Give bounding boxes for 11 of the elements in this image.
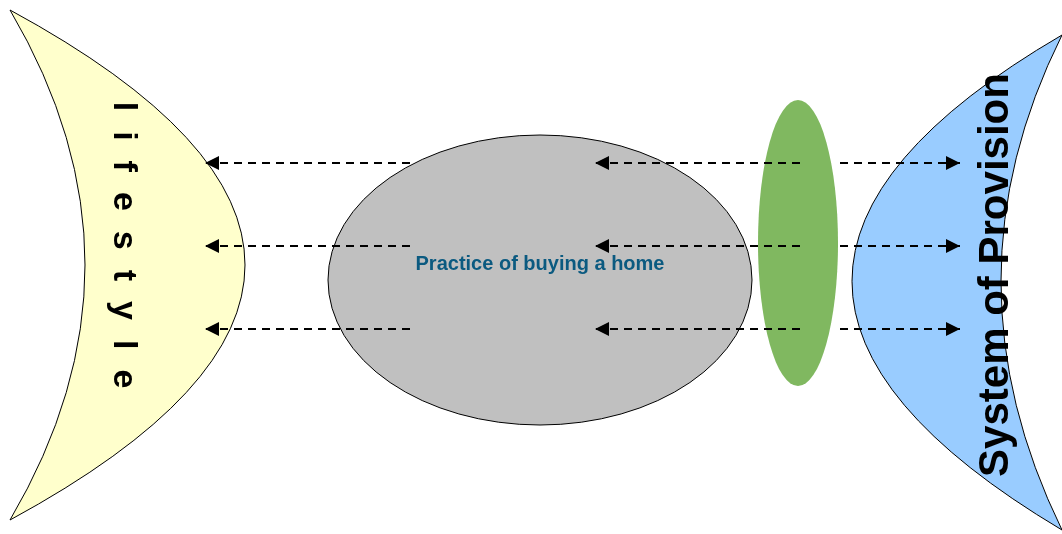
node-label: lifestyle: [105, 101, 145, 409]
arrow: [594, 239, 801, 253]
arrow: [594, 322, 801, 336]
arrow: [204, 322, 411, 336]
arrow: [204, 239, 411, 253]
arrow: [839, 322, 961, 336]
node-label: System of Provision: [970, 73, 1018, 477]
arrow: [204, 156, 411, 170]
arrow: [594, 156, 801, 170]
node-label: Practice of buying a home: [415, 251, 665, 275]
arrow: [839, 156, 961, 170]
